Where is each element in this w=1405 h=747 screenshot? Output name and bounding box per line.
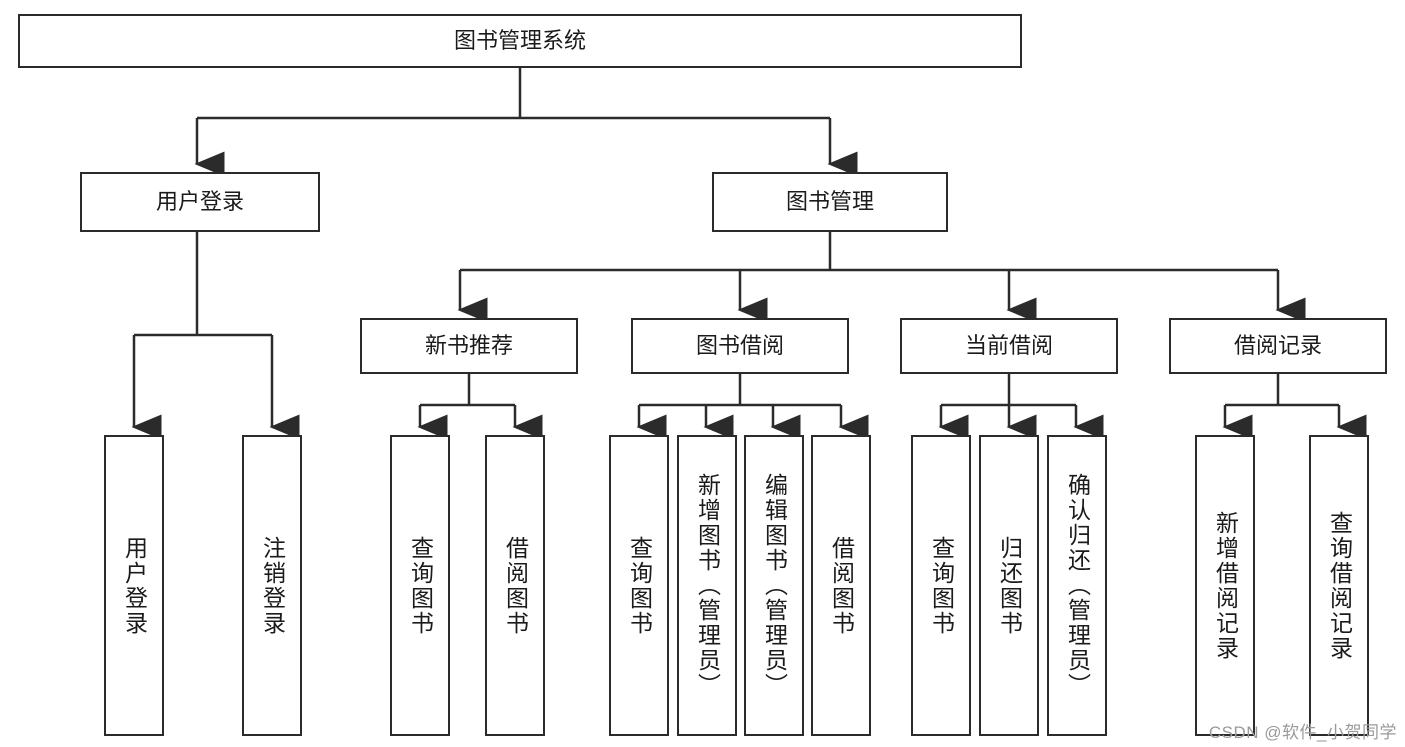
node-borrow-record[interactable]: 借阅记录: [1169, 318, 1387, 374]
watermark-text: CSDN @软件_小贺同学: [1208, 723, 1397, 742]
node-label: 借阅图书: [828, 535, 855, 636]
node-label: 查询图书: [928, 535, 955, 636]
node-leaf-add-book-admin[interactable]: 新增图书（管理员）: [677, 435, 737, 736]
node-book-management[interactable]: 图书管理: [712, 172, 948, 232]
node-label: 查询图书: [407, 535, 434, 636]
node-label: 注销登录: [259, 535, 286, 636]
node-leaf-query-book-current[interactable]: 查询图书: [911, 435, 971, 736]
node-new-book-recommend[interactable]: 新书推荐: [360, 318, 578, 374]
node-root-book-management-system[interactable]: 图书管理系统: [18, 14, 1022, 68]
node-label: 确认归还（管理员）: [1064, 473, 1091, 698]
node-label: 查询图书: [626, 535, 653, 636]
node-leaf-return-book[interactable]: 归还图书: [979, 435, 1039, 736]
node-label: 图书借阅: [695, 333, 784, 359]
node-label: 编辑图书（管理员）: [761, 473, 788, 698]
node-leaf-add-borrow-record[interactable]: 新增借阅记录: [1195, 435, 1255, 736]
node-leaf-borrow-book[interactable]: 借阅图书: [811, 435, 871, 736]
node-label: 图书管理系统: [453, 28, 586, 54]
node-label: 查询借阅记录: [1326, 510, 1353, 661]
node-label: 借阅图书: [502, 535, 529, 636]
node-label: 当前借阅: [964, 333, 1053, 359]
node-label: 归还图书: [996, 535, 1023, 636]
node-leaf-query-book[interactable]: 查询图书: [609, 435, 669, 736]
node-leaf-user-login[interactable]: 用户登录: [104, 435, 164, 736]
node-label: 图书管理: [785, 189, 874, 215]
node-book-borrow[interactable]: 图书借阅: [631, 318, 849, 374]
node-current-borrow[interactable]: 当前借阅: [900, 318, 1118, 374]
node-label: 新增借阅记录: [1212, 510, 1239, 661]
node-user-login[interactable]: 用户登录: [80, 172, 320, 232]
node-label: 用户登录: [155, 189, 244, 215]
node-leaf-edit-book-admin[interactable]: 编辑图书（管理员）: [744, 435, 804, 736]
node-leaf-query-book-recommend[interactable]: 查询图书: [390, 435, 450, 736]
node-leaf-user-logout[interactable]: 注销登录: [242, 435, 302, 736]
node-leaf-borrow-book-recommend[interactable]: 借阅图书: [485, 435, 545, 736]
node-leaf-query-borrow-record[interactable]: 查询借阅记录: [1309, 435, 1369, 736]
node-label: 用户登录: [121, 535, 148, 636]
node-leaf-confirm-return-admin[interactable]: 确认归还（管理员）: [1047, 435, 1107, 736]
node-label: 新书推荐: [424, 333, 513, 359]
node-label: 借阅记录: [1233, 333, 1322, 359]
node-label: 新增图书（管理员）: [694, 473, 721, 698]
